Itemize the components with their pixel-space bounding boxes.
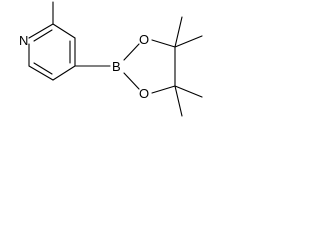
- bond-c2-c3: [52, 23, 76, 39]
- bond-b-o1: [123, 43, 140, 61]
- bond-o1-c: [151, 39, 176, 48]
- bond-n1-c2: [28, 23, 54, 39]
- atom-boron: B: [112, 59, 121, 74]
- bond-o2-b: [123, 72, 140, 90]
- bond-n1-c2-inner: [33, 29, 53, 42]
- bond-c4-c5: [52, 65, 76, 81]
- bond-c5-c6-inner: [33, 62, 53, 75]
- bond-c-o2: [151, 85, 176, 94]
- pyridine-ring: [28, 23, 76, 81]
- methyl-bottom-left: [174, 85, 183, 117]
- dioxaborolane-ring: [123, 39, 176, 94]
- methyl-groups: [174, 16, 203, 117]
- chemical-structure: N B O O: [19, 1, 203, 117]
- methyl-top-right: [174, 35, 203, 48]
- methyl-top-left: [174, 16, 183, 48]
- methyl-bottom-right: [174, 85, 203, 98]
- atom-oxygen-top: O: [139, 32, 149, 47]
- atom-oxygen-bottom: O: [139, 86, 149, 101]
- atom-nitrogen: N: [19, 33, 28, 48]
- bond-c5-c6: [28, 65, 54, 81]
